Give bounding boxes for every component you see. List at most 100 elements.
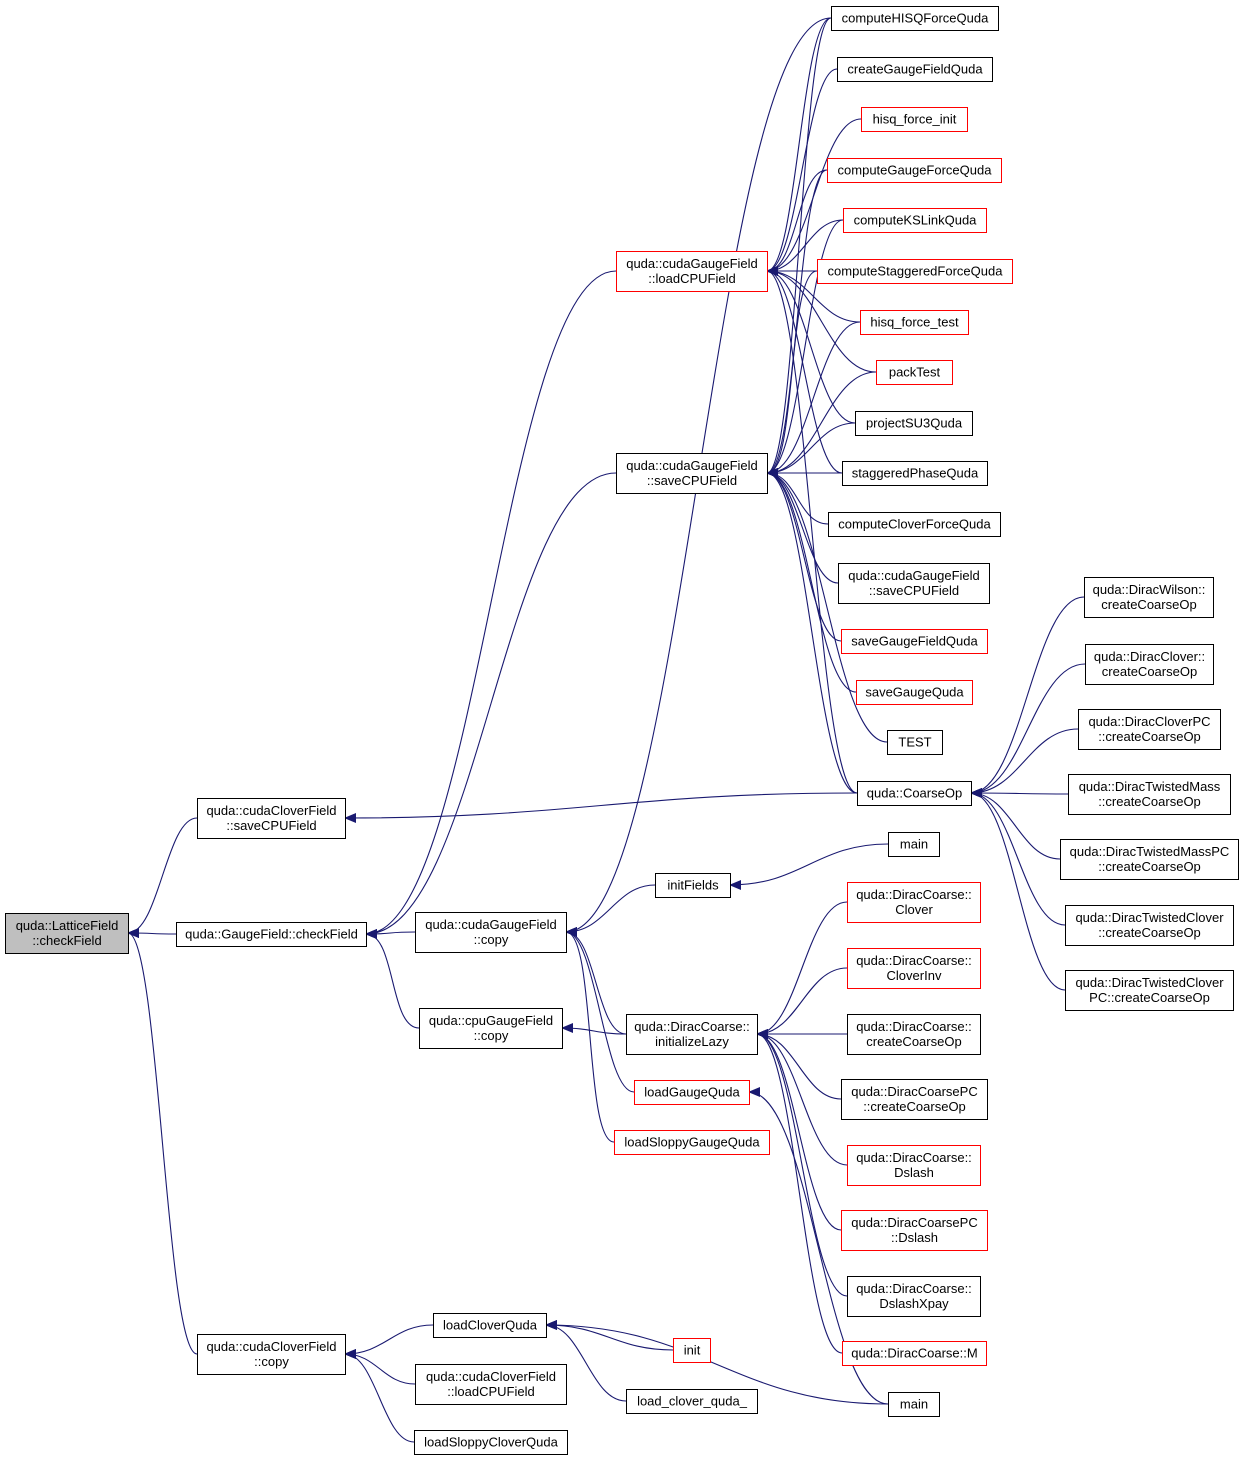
node-dclpc-create[interactable]: quda::DiracCloverPC::createCoarseOp <box>1078 709 1221 750</box>
node-dtc-create[interactable]: quda::DiracTwistedClover::createCoarseOp <box>1065 905 1234 946</box>
node-label-line: ::loadCPUField <box>648 271 735 286</box>
node-label-line: loadCloverQuda <box>443 1318 538 1333</box>
node-gauge-load[interactable]: quda::cudaGaugeField::loadCPUField <box>616 251 768 292</box>
node-dtmpc-create[interactable]: quda::DiracTwistedMassPC::createCoarseOp <box>1060 839 1239 880</box>
node-dc-m[interactable]: quda::DiracCoarse::M <box>842 1341 987 1366</box>
node-box <box>1084 577 1214 618</box>
edge-saveGauge-to-gaugeSave <box>766 468 857 693</box>
node-box <box>847 1145 981 1186</box>
node-gauge-save2[interactable]: quda::cudaGaugeField::saveCPUField <box>838 563 990 604</box>
node-box <box>887 730 943 755</box>
node-init-fields[interactable]: initFields <box>655 873 731 898</box>
node-compute-stag[interactable]: computeStaggeredForceQuda <box>817 259 1013 284</box>
node-label-line: quda::DiracWilson:: <box>1093 582 1206 597</box>
node-label-line: DslashXpay <box>879 1296 949 1311</box>
node-label-line: quda::GaugeField::checkField <box>185 927 358 942</box>
node-label-line: CloverInv <box>887 968 942 983</box>
node-load-clover-und[interactable]: load_clover_quda_ <box>626 1389 758 1414</box>
node-compute-hisq[interactable]: computeHISQForceQuda <box>831 6 999 31</box>
node-box <box>847 1014 981 1055</box>
node-label-line: quda::DiracCoarse:: <box>856 1150 972 1165</box>
edge-saveGaugeField-to-gaugeSave <box>766 468 842 642</box>
node-dcpc-dslash[interactable]: quda::DiracCoarsePC::Dslash <box>841 1210 988 1251</box>
node-label-line: quda::cudaCloverField <box>206 1339 336 1354</box>
node-main2[interactable]: main <box>888 1392 940 1417</box>
node-coarse-op[interactable]: quda::CoarseOp <box>857 781 972 806</box>
edge-dcpcDslash-to-initLazy <box>756 1029 842 1231</box>
node-cpu-copy[interactable]: quda::cpuGaugeField::copy <box>419 1008 563 1049</box>
node-label-line: computeGaugeForceQuda <box>838 163 993 178</box>
node-load-sloppy-clover[interactable]: loadSloppyCloverQuda <box>414 1430 568 1455</box>
node-gauge-save[interactable]: quda::cudaGaugeField::saveCPUField <box>616 453 768 494</box>
edge-loadClover-to-cloverCopy <box>344 1324 434 1359</box>
edge-main1-to-initFields <box>729 843 889 890</box>
node-clover-load-cpu[interactable]: quda::cudaCloverField::loadCPUField <box>415 1364 567 1405</box>
node-label-line: saveGaugeFieldQuda <box>851 634 978 649</box>
node-dtcpc-create[interactable]: quda::DiracTwistedCloverPC::createCoarse… <box>1065 970 1234 1011</box>
node-dcpc-create[interactable]: quda::DiracCoarsePC::createCoarseOp <box>841 1079 988 1120</box>
node-clover-force[interactable]: computeCloverForceQuda <box>828 512 1001 537</box>
node-load-clover[interactable]: loadCloverQuda <box>433 1313 547 1338</box>
node-gauge-copy[interactable]: quda::cudaGaugeField::copy <box>415 912 567 953</box>
node-stag-phase[interactable]: staggeredPhaseQuda <box>842 461 988 486</box>
node-gf-check[interactable]: quda::GaugeField::checkField <box>176 922 367 947</box>
node-label-line: computeKSLinkQuda <box>854 213 978 228</box>
node-dc-clover-inv[interactable]: quda::DiracCoarse::CloverInv <box>847 948 981 989</box>
node-dcl-create[interactable]: quda::DiracClover::createCoarseOp <box>1085 644 1214 685</box>
node-project-su3[interactable]: projectSU3Quda <box>855 411 973 436</box>
node-box <box>842 1341 987 1366</box>
edge-createGauge-to-gaugeLoad <box>766 68 838 276</box>
node-label-line: loadSloppyGaugeQuda <box>624 1135 760 1150</box>
node-label-line: quda::cpuGaugeField <box>429 1013 553 1028</box>
edge-computeGaugeForce-to-gaugeSave <box>766 169 828 478</box>
node-dc-dslash[interactable]: quda::DiracCoarse::Dslash <box>847 1145 981 1186</box>
node-label-line: main <box>900 837 928 852</box>
node-dtm-create[interactable]: quda::DiracTwistedMass::createCoarseOp <box>1068 774 1231 815</box>
node-box <box>1078 709 1221 750</box>
node-label-line: quda::DiracCoarse:: <box>634 1019 750 1034</box>
node-box <box>857 781 972 806</box>
node-compute-ks[interactable]: computeKSLinkQuda <box>843 208 987 233</box>
node-label-line: createCoarseOp <box>1102 664 1197 679</box>
node-test[interactable]: TEST <box>887 730 943 755</box>
edge-dcpcCreate-to-initLazy <box>756 1029 842 1100</box>
nodes-layer: quda::LatticeField::checkFieldquda::cuda… <box>5 6 1239 1455</box>
node-main1[interactable]: main <box>888 832 940 857</box>
node-dc-clover[interactable]: quda::DiracCoarse::Clover <box>847 882 981 923</box>
node-save-gauge[interactable]: saveGaugeQuda <box>856 680 973 705</box>
node-box <box>841 629 988 654</box>
node-label-line: computeCloverForceQuda <box>838 517 991 532</box>
node-hisq-init[interactable]: hisq_force_init <box>861 107 968 132</box>
node-load-gauge[interactable]: loadGaugeQuda <box>634 1080 750 1105</box>
node-label-line: ::copy <box>474 932 509 947</box>
node-box <box>655 873 731 898</box>
node-hisq-test[interactable]: hisq_force_test <box>860 310 969 335</box>
node-box <box>419 1008 563 1049</box>
node-dc-dslash-x[interactable]: quda::DiracCoarse::DslashXpay <box>847 1276 981 1317</box>
node-dw-create[interactable]: quda::DiracWilson::createCoarseOp <box>1084 577 1214 618</box>
node-dc-create[interactable]: quda::DiracCoarse::createCoarseOp <box>847 1014 981 1055</box>
node-label-line: quda::DiracTwistedClover <box>1075 910 1224 925</box>
node-load-sloppy-gauge[interactable]: loadSloppyGaugeQuda <box>614 1130 770 1155</box>
node-clover-copy[interactable]: quda::cudaCloverField::copy <box>197 1334 346 1375</box>
node-clover-save[interactable]: quda::cudaCloverField::saveCPUField <box>197 798 346 839</box>
edge-coarseOp-to-cloverSave <box>344 792 858 823</box>
node-label-line: ::saveCPUField <box>869 583 959 598</box>
edge-dclCreate-to-coarseOp <box>970 663 1086 798</box>
node-compute-gauge-force[interactable]: computeGaugeForceQuda <box>827 158 1002 183</box>
node-label-line: quda::DiracTwistedMassPC <box>1070 844 1230 859</box>
edge-initLazy-to-cpuCopy <box>561 1023 627 1035</box>
node-pack-test[interactable]: packTest <box>876 360 953 385</box>
node-label-line: quda::cudaGaugeField <box>626 256 758 271</box>
node-init[interactable]: init <box>673 1338 711 1363</box>
node-create-gauge[interactable]: createGaugeFieldQuda <box>837 57 993 82</box>
edge-coarseOp-to-gaugeLoad <box>766 266 858 794</box>
node-box <box>847 948 981 989</box>
edge-dtcpcCreate-to-coarseOp <box>970 788 1066 991</box>
node-save-gauge-field[interactable]: saveGaugeFieldQuda <box>841 629 988 654</box>
node-label-line: ::createCoarseOp <box>1098 794 1201 809</box>
node-box <box>827 158 1002 183</box>
node-init-lazy[interactable]: quda::DiracCoarse::initializeLazy <box>626 1014 758 1055</box>
edge-coarseOp-to-gaugeSave <box>766 468 858 794</box>
edge-stagPhase-to-gaugeLoad <box>766 266 843 474</box>
